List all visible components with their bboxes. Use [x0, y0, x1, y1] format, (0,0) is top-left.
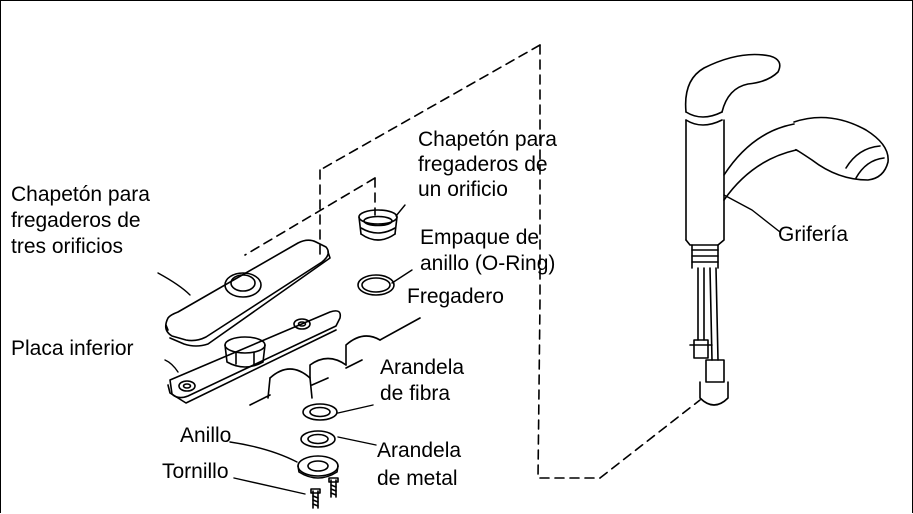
sink-cutout [249, 317, 421, 406]
o-ring [357, 274, 395, 296]
single-hole-escutcheon [358, 209, 398, 241]
bottom-plate [167, 310, 342, 404]
label-o-ring-1: Empaque de [420, 226, 540, 249]
metal-washer [300, 430, 336, 448]
label-single-hole-escutcheon-1: Chapetón para [418, 128, 557, 151]
label-metal-washer-2: de metal [377, 467, 458, 490]
label-ring: Anillo [180, 424, 232, 447]
label-fiber-washer-2: de fibra [380, 382, 451, 405]
ring-nut [297, 455, 339, 479]
label-fiber-washer-1: Arandela [380, 356, 465, 379]
leader-lines [157, 194, 781, 495]
label-sink: Fregadero [407, 285, 504, 308]
fiber-washer [302, 403, 338, 421]
label-single-hole-escutcheon-3: un orificio [418, 178, 508, 201]
screws [310, 477, 339, 509]
label-bottom-plate: Placa inferior [11, 337, 134, 360]
sink-plane-dashed [244, 44, 701, 479]
label-single-hole-escutcheon-2: fregaderos de [418, 153, 548, 176]
label-metal-washer-1: Arandela [377, 439, 462, 462]
label-three-hole-escutcheon-1: Chapetón para [11, 183, 150, 206]
faucet-body [684, 53, 889, 406]
label-three-hole-escutcheon-3: tres orificios [11, 235, 124, 258]
label-o-ring-2: anillo (O-Ring) [420, 252, 556, 275]
label-faucet: Grifería [778, 223, 849, 246]
label-screw: Tornillo [162, 460, 229, 483]
three-hole-escutcheon [164, 239, 331, 347]
label-three-hole-escutcheon-2: fregaderos de [11, 209, 141, 232]
